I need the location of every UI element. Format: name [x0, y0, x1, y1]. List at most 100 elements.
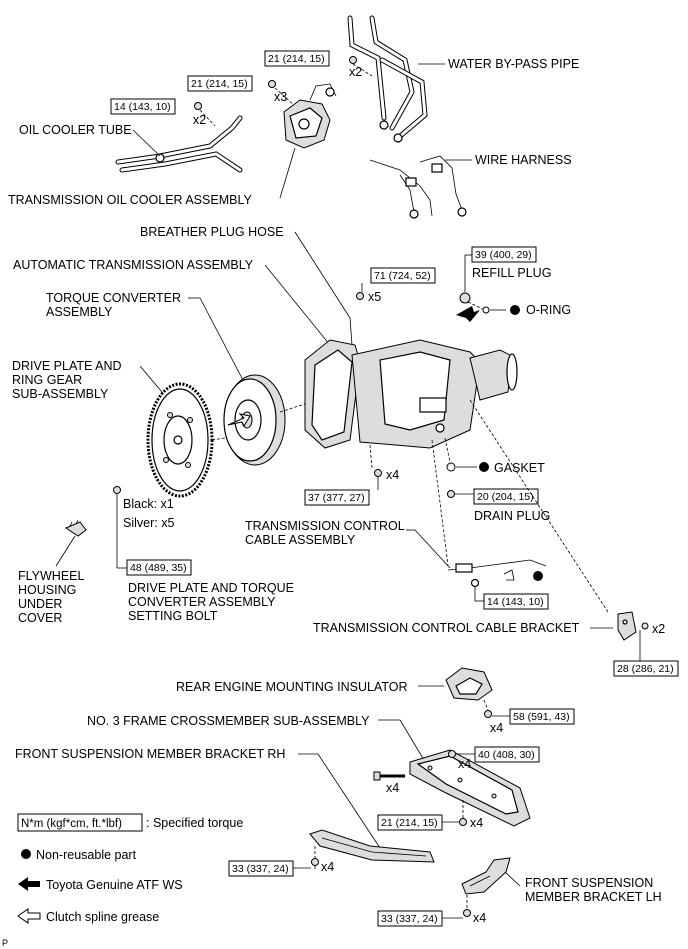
label-tcca-2: CABLE ASSEMBLY — [245, 533, 356, 547]
bolt-icon — [374, 469, 382, 477]
label-flywheel-4: COVER — [18, 611, 62, 625]
bolt-icon — [463, 909, 471, 917]
torque-value-12: 40 (408, 30) — [478, 749, 535, 761]
refill-plug-icon — [459, 292, 471, 304]
non-reusable-dot-icon — [479, 462, 489, 472]
torque-box-12 — [474, 746, 540, 763]
leader-oil-cooler-tube — [132, 129, 161, 157]
legend-torque-unit: N*m (kgf*cm, ft.*lbf) — [21, 818, 122, 830]
label-flywheel-2: HOUSING — [18, 583, 76, 597]
drain-plug-icon — [447, 490, 455, 498]
qty-1: x2 — [349, 65, 362, 79]
leader-auto-trans — [264, 264, 331, 346]
long-bolt-icon — [373, 771, 405, 781]
gasket-ring-icon — [446, 462, 456, 472]
fsmb-rh-drawing — [309, 829, 435, 863]
oil-cooler-tube-drawing — [115, 115, 243, 173]
legend-torque-desc: : Specified torque — [146, 816, 243, 830]
bolt-icon — [641, 622, 649, 630]
torque-value-15: 33 (337, 24) — [381, 913, 438, 925]
bolt-icon — [459, 818, 467, 826]
label-automatic-transmission: AUTOMATIC TRANSMISSION ASSEMBLY — [13, 258, 254, 272]
label-no3-crossmember: NO. 3 FRAME CROSSMEMBER SUB-ASSEMBLY — [87, 714, 370, 728]
automatic-transmission-drawing — [304, 317, 518, 449]
label-refill-plug: REFILL PLUG — [472, 266, 551, 280]
legend-grease: Clutch spline grease — [46, 910, 159, 924]
qty-9: x4 — [386, 781, 399, 795]
label-drain-plug: DRAIN PLUG — [474, 509, 550, 523]
bolt-icon — [448, 750, 456, 758]
control-cable-drawing — [447, 559, 547, 588]
o-ring-icon — [482, 306, 490, 314]
torque-box-5 — [370, 267, 436, 284]
setting-bolt-icon — [113, 486, 121, 494]
label-drive-plate-1: DRIVE PLATE AND — [12, 359, 122, 373]
qty-8: x4 — [458, 757, 471, 771]
legend-torque-box — [17, 813, 143, 832]
bolt-icon — [356, 292, 364, 300]
drive-plate-drawing — [146, 382, 214, 498]
torque-box-11 — [509, 708, 575, 725]
label-fsmb-lh-1: FRONT SUSPENSION — [525, 876, 653, 890]
leader-oil-cooler-assy — [279, 147, 296, 199]
legend-atf: Toyota Genuine ATF WS — [46, 878, 183, 892]
label-black-qty: Black: x1 — [123, 497, 174, 511]
leader-tcca — [414, 529, 451, 569]
leader-fsmb-lh — [504, 871, 521, 887]
label-transmission-oil-cooler: TRANSMISSION OIL COOLER ASSEMBLY — [8, 193, 252, 207]
cable-bracket-drawing — [617, 611, 637, 641]
bolt-icon — [311, 858, 319, 866]
torque-box-8 — [126, 559, 192, 576]
leader-flywheel-cover — [55, 535, 76, 567]
leader-crossmember — [399, 719, 425, 761]
qty-12: x4 — [473, 911, 486, 925]
torque-value-11: 58 (591, 43) — [513, 711, 570, 723]
torque-value-4: 39 (400, 29) — [475, 249, 532, 261]
label-torque-converter-1: TORQUE CONVERTER — [46, 291, 181, 305]
torque-value-9: 14 (143, 10) — [487, 596, 544, 608]
label-o-ring: O-RING — [526, 303, 571, 317]
torque-value-5: 71 (724, 52) — [374, 270, 431, 282]
water-bypass-pipe-drawing — [347, 15, 428, 143]
leader-fsmb-rh — [317, 753, 381, 849]
wire-harness-drawing — [369, 155, 467, 219]
atf-arrow-icon — [456, 306, 480, 322]
label-drive-plate-3: SUB-ASSEMBLY — [12, 387, 109, 401]
qty-10: x4 — [470, 816, 483, 830]
label-oil-cooler-tube: OIL COOLER TUBE — [19, 123, 132, 137]
flywheel-housing-cover-drawing — [64, 519, 87, 537]
torque-converter-drawing — [223, 374, 286, 466]
qty-11: x4 — [321, 860, 334, 874]
label-flywheel-1: FLYWHEEL — [18, 569, 84, 583]
torque-box-3 — [110, 98, 176, 115]
qty-6: x2 — [652, 622, 665, 636]
torque-value-8: 48 (489, 35) — [130, 562, 187, 574]
rear-mount-insulator-drawing — [445, 667, 493, 701]
non-reusable-dot-icon — [533, 571, 543, 581]
torque-box-10 — [613, 660, 679, 677]
torque-value-1: 21 (214, 15) — [268, 53, 325, 65]
fsmb-lh-drawing — [461, 857, 511, 895]
corner-code: P — [2, 938, 8, 948]
torque-value-7: 20 (204, 15) — [477, 491, 534, 503]
label-tcca-1: TRANSMISSION CONTROL — [245, 519, 405, 533]
label-flywheel-3: UNDER — [18, 597, 62, 611]
torque-box-14 — [228, 860, 294, 877]
label-torque-converter-2: ASSEMBLY — [46, 305, 113, 319]
non-reusable-dot-icon — [510, 305, 520, 315]
torque-value-6: 37 (377, 27) — [308, 492, 365, 504]
torque-value-14: 33 (337, 24) — [232, 863, 289, 875]
torque-value-10: 28 (286, 21) — [617, 663, 674, 675]
torque-value-3: 14 (143, 10) — [114, 101, 171, 113]
label-setting-bolt-1: DRIVE PLATE AND TORQUE — [128, 581, 294, 595]
label-fsmb-rh: FRONT SUSPENSION MEMBER BRACKET RH — [15, 747, 285, 761]
clip-icon — [503, 569, 515, 581]
label-setting-bolt-3: SETTING BOLT — [128, 609, 218, 623]
label-water-bypass-pipe: WATER BY-PASS PIPE — [448, 57, 579, 71]
leader-breather — [294, 231, 351, 319]
qty-4: x5 — [368, 290, 381, 304]
label-tccb: TRANSMISSION CONTROL CABLE BRACKET — [313, 621, 580, 635]
label-silver-qty: Silver: x5 — [123, 516, 174, 530]
torque-box-13 — [377, 814, 443, 831]
